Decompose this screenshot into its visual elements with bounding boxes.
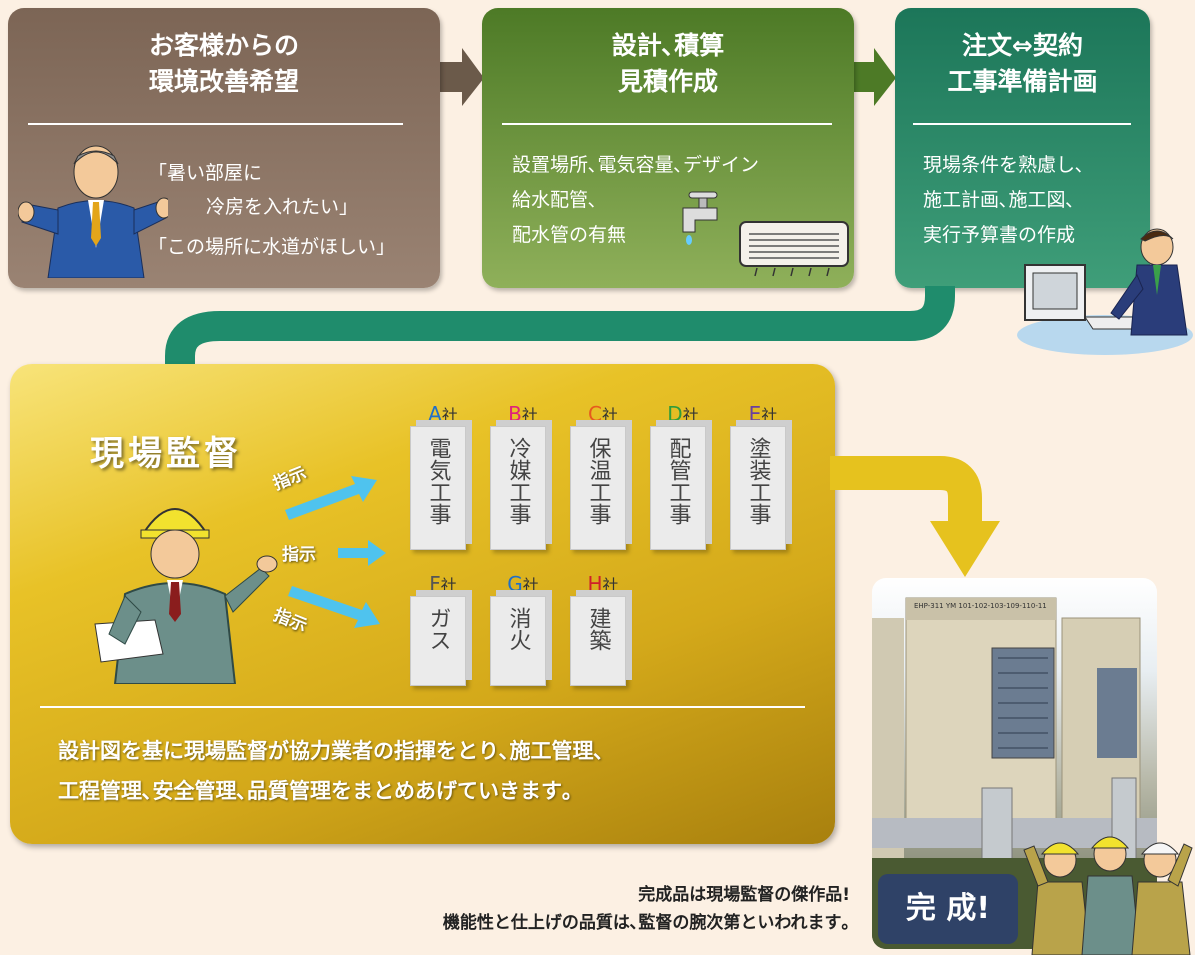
supervisor-illustration	[94, 508, 278, 684]
company-d: D社 配管工事	[650, 402, 716, 550]
supervisor-title: 現場監督	[90, 434, 242, 474]
company-work: 電気工事	[410, 426, 466, 550]
company-suffix: 社	[440, 576, 457, 595]
completion-label: 完 成!	[878, 874, 1018, 944]
company-work: 建築	[570, 596, 626, 686]
company-b: B社 冷媒工事	[490, 402, 556, 550]
company-h: H社 建築	[570, 572, 636, 686]
company-letter: E	[748, 402, 762, 426]
completion-note-line1: 完成品は現場監督の傑作品!	[638, 885, 850, 905]
step-customer-request: お客様からの 環境改善希望 「暑い部屋に 冷房を入れたい」 「この場所に水道がほ…	[8, 8, 440, 288]
company-letter: D	[667, 402, 683, 426]
instruction-arrow-middle	[338, 540, 386, 566]
instruction-label-middle: 指示	[282, 545, 316, 565]
step3-line1: 現場条件を熟慮し､	[923, 154, 1085, 176]
instruction-arrow-lower	[288, 586, 380, 628]
step2-title-line2: 見積作成	[617, 67, 718, 96]
arrow-step1-to-step2	[440, 48, 484, 106]
company-letter: G	[507, 572, 523, 596]
company-work: 消火	[490, 596, 546, 686]
divider	[40, 706, 805, 708]
supervisor-description-line1: 設計図を基に現場監督が協力業者の指揮をとり､施工管理､	[58, 739, 604, 763]
office-worker-illustration	[1017, 228, 1193, 355]
step1-title-line1: お客様からの	[148, 31, 299, 60]
step-order-contract: 注文⇔契約 工事準備計画 現場条件を熟慮し､ 施工計画､施工図､ 実行予算書の作…	[895, 8, 1150, 288]
company-a: A社 電気工事	[410, 402, 476, 550]
company-suffix: 社	[602, 576, 619, 595]
divider	[502, 123, 832, 125]
company-suffix: 社	[521, 406, 538, 425]
unit-model-text: EHP-311 YM 101-102-103-109-110-11	[914, 602, 1047, 610]
company-work: 配管工事	[650, 426, 706, 550]
step1-title-line2: 環境改善希望	[148, 67, 299, 96]
company-work: 塗装工事	[730, 426, 786, 550]
site-supervisor-panel: 現場監督 指示 指示 指示 A社 電気工事 B社 冷媒工事 C社 保温工事 D社	[10, 364, 835, 844]
company-letter: C	[588, 402, 602, 426]
company-g: G社 消火	[490, 572, 556, 686]
step1-quote-line2: 冷房を入れたい」	[206, 196, 359, 218]
step1-quote-line3: 「この場所に水道がほしい」	[148, 236, 396, 258]
completion-note-line2: 機能性と仕上げの品質は､監督の腕次第といわれます｡	[442, 913, 850, 933]
divider	[913, 123, 1131, 125]
company-e: E社 塗装工事	[730, 402, 796, 550]
supervisor-description: 設計図を基に現場監督が協力業者の指揮をとり､施工管理､ 工程管理､安全管理､品質…	[58, 731, 818, 811]
step3-title-line1: 注文⇔契約	[962, 31, 1083, 60]
company-suffix: 社	[682, 406, 699, 425]
arrow-supervisor-to-completion	[830, 456, 1000, 577]
company-c: C社 保温工事	[570, 402, 636, 550]
step3-line2: 施工計画､施工図､	[923, 189, 1076, 211]
faucet-icon	[682, 191, 718, 245]
company-suffix: 社	[441, 406, 458, 425]
company-f: F社 ガス	[410, 572, 476, 686]
company-work: 冷媒工事	[490, 426, 546, 550]
company-work: 保温工事	[570, 426, 626, 550]
arrow-step2-to-step3	[852, 48, 896, 106]
company-suffix: 社	[601, 406, 618, 425]
step-design-estimate: 設計､積算 見積作成 設置場所､電気容量､デザイン 給水配管､ 配水管の有無	[482, 8, 854, 288]
company-suffix: 社	[522, 576, 539, 595]
step2-line1: 設置場所､電気容量､デザイン	[512, 154, 760, 176]
company-letter: H	[587, 572, 603, 596]
supervisor-description-line2: 工程管理､安全管理､品質管理をまとめあげていきます｡	[58, 779, 573, 803]
instruction-arrow-upper	[285, 476, 377, 520]
step2-line3: 配水管の有無	[512, 224, 627, 246]
cheering-workers-illustration	[1023, 836, 1193, 955]
air-conditioner-icon	[739, 221, 849, 277]
divider	[28, 123, 403, 125]
step3-title-line2: 工事準備計画	[947, 67, 1098, 96]
company-letter: B	[508, 402, 522, 426]
company-work: ガス	[410, 596, 466, 686]
customer-illustration	[18, 145, 168, 278]
company-letter: F	[429, 572, 441, 596]
company-letter: A	[428, 402, 442, 426]
company-suffix: 社	[761, 406, 778, 425]
step1-quote-line1: 「暑い部屋に	[148, 162, 263, 184]
step3-line3: 実行予算書の作成	[923, 224, 1076, 246]
step2-line2: 給水配管､	[512, 189, 598, 211]
step2-title-line1: 設計､積算	[611, 31, 725, 60]
